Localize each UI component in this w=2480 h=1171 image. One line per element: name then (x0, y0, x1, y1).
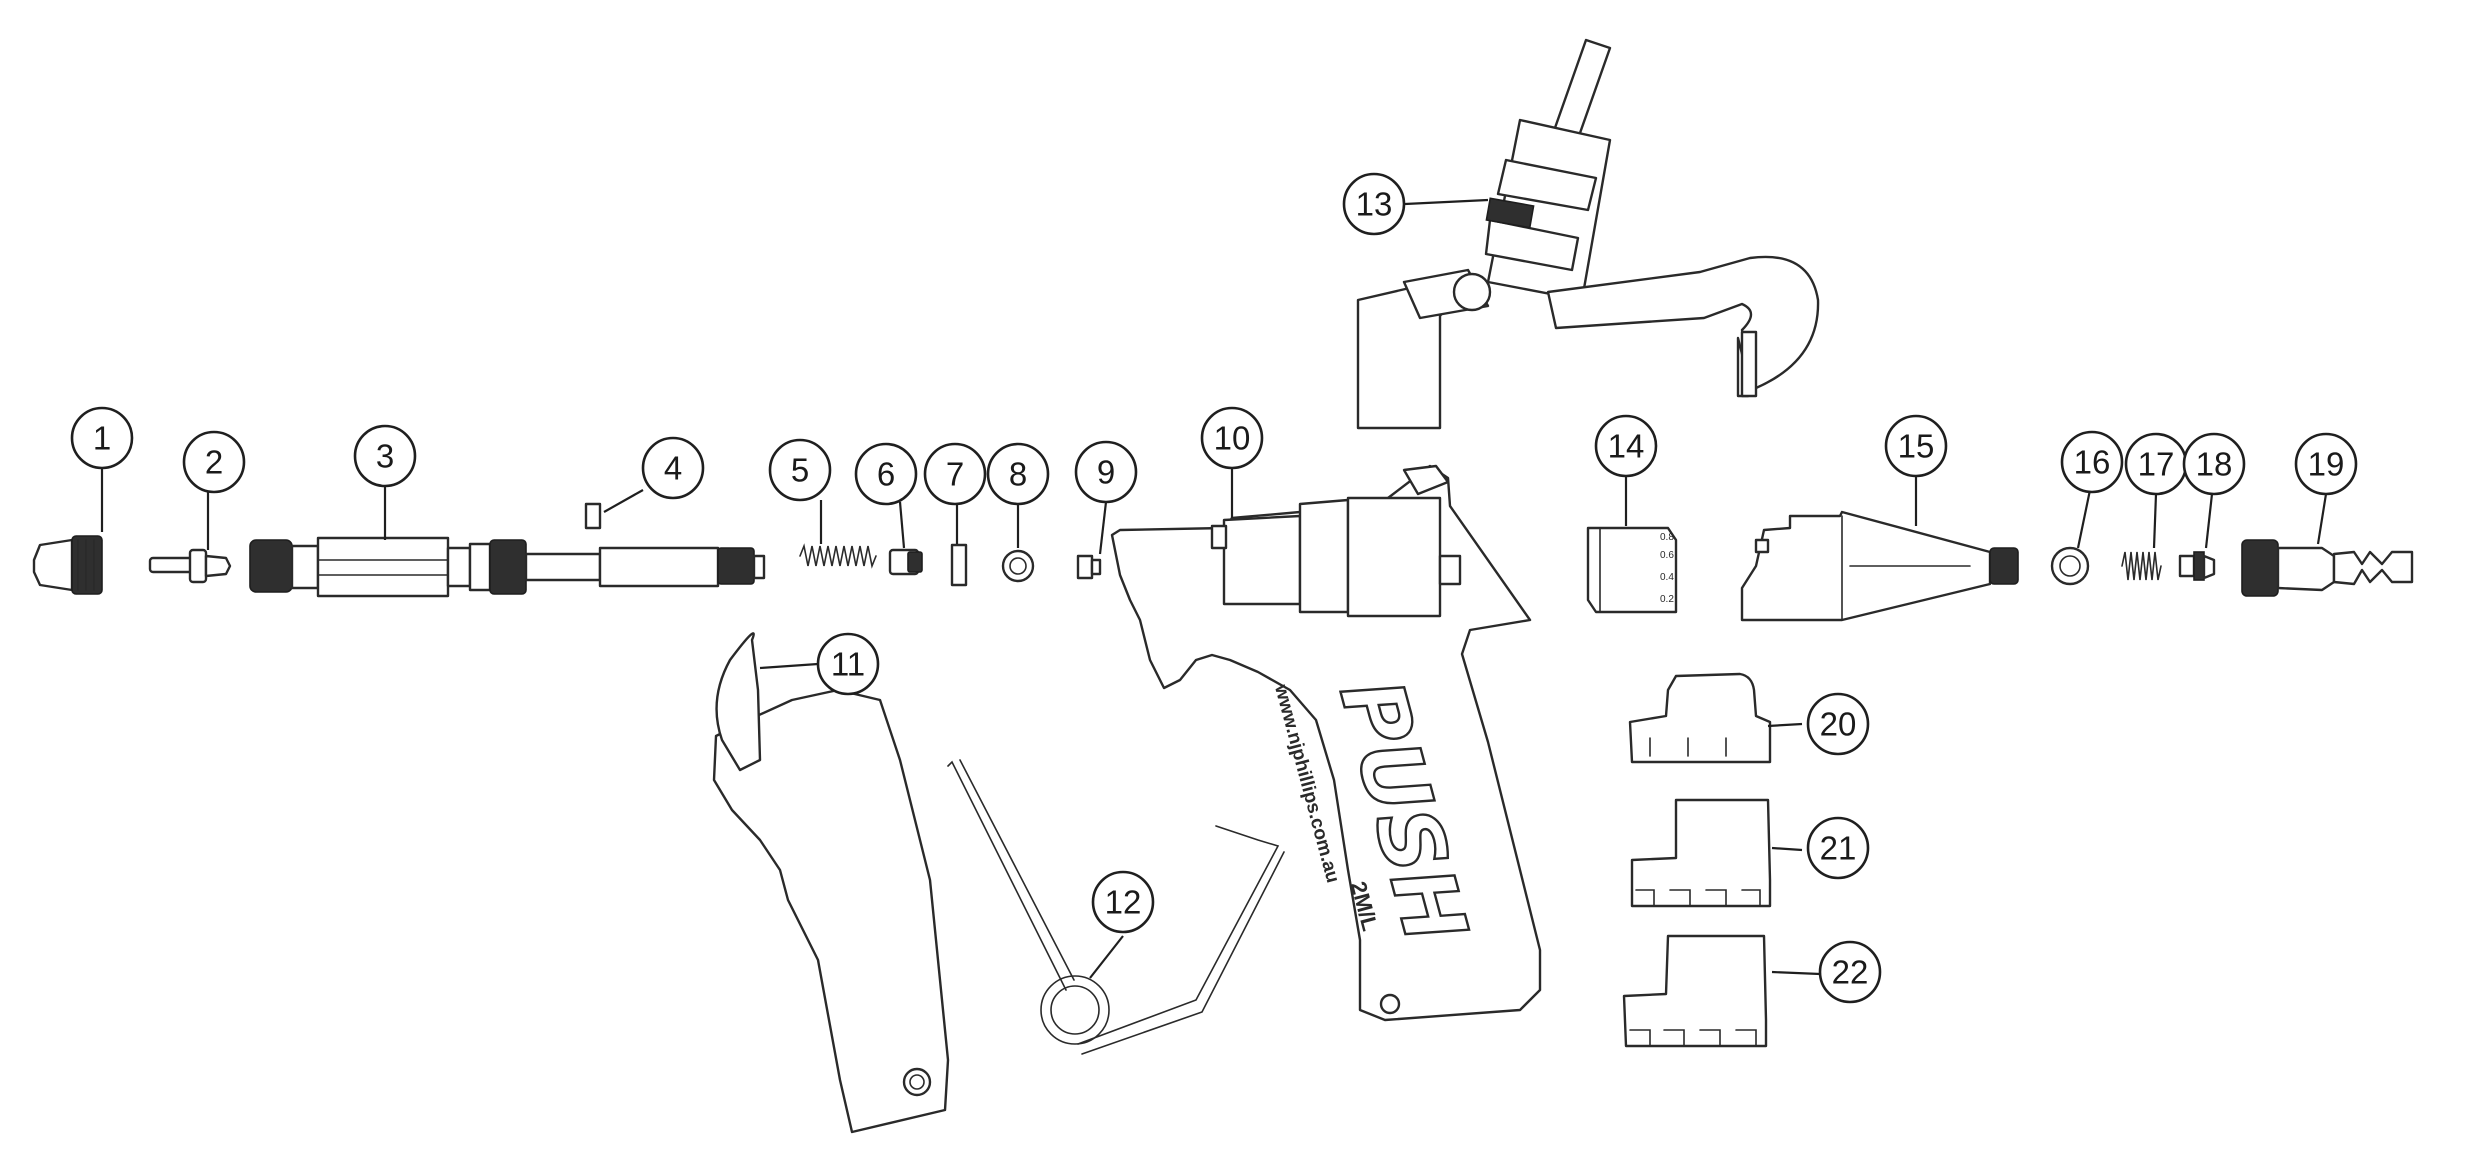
part-18-check-valve (2178, 551, 2216, 581)
callout-10: 10 (1200, 406, 1264, 470)
part-4-key (584, 502, 602, 530)
callout-6: 6 (854, 442, 918, 506)
part-12-torsion-spring (947, 759, 1285, 1055)
callout-15-label: 15 (1898, 428, 1935, 465)
callout-8-label: 8 (1009, 456, 1027, 493)
part-22-tip (1622, 934, 1768, 1048)
scale-mark-4: 0.2 (1660, 594, 1674, 605)
part-3-spindle (249, 536, 766, 598)
callout-12-label: 12 (1105, 884, 1142, 921)
callout-8: 8 (986, 442, 1050, 506)
part-19-hose-connector (2241, 539, 2414, 597)
scale-mark-2: 0.6 (1660, 550, 1674, 561)
callout-9: 9 (1074, 440, 1138, 504)
part-1-knurled-cap (32, 535, 103, 595)
callout-19-label: 19 (2308, 446, 2345, 483)
callout-3: 3 (353, 424, 417, 488)
callout-18: 18 (2182, 432, 2246, 496)
callout-2: 2 (182, 430, 246, 494)
callout-16: 16 (2060, 430, 2124, 494)
callout-1-label: 1 (93, 420, 111, 457)
part-14-scaled-nozzle: 0.8 0.6 0.4 0.2 (1586, 526, 1678, 614)
callout-20: 20 (1806, 692, 1870, 756)
callout-22-label: 22 (1832, 954, 1869, 991)
callout-21-label: 21 (1820, 830, 1857, 867)
callout-13: 13 (1342, 172, 1406, 236)
callout-17: 17 (2124, 432, 2188, 496)
scale-mark-3: 0.4 (1660, 572, 1674, 583)
callout-12: 12 (1091, 870, 1155, 934)
callout-7-label: 7 (946, 456, 964, 493)
callout-14: 14 (1594, 414, 1658, 478)
part-5-spring (799, 543, 877, 569)
callout-20-label: 20 (1820, 706, 1857, 743)
part-13-hose-assembly (1356, 38, 1820, 430)
part-8-o-ring (1001, 549, 1035, 583)
callout-11: 11 (816, 632, 880, 696)
callout-7: 7 (923, 442, 987, 506)
part-6-valve-seat (888, 548, 923, 576)
part-21-tip (1630, 798, 1772, 908)
callout-3-label: 3 (376, 438, 394, 475)
callout-4: 4 (641, 436, 705, 500)
callout-15: 15 (1884, 414, 1948, 478)
callout-4-label: 4 (664, 450, 682, 487)
callout-11-label: 11 (831, 646, 865, 683)
callout-2-label: 2 (205, 444, 223, 481)
part-17-spring (2121, 551, 2162, 581)
callout-17-label: 17 (2138, 446, 2175, 483)
part-2-nozzle-tip (148, 548, 232, 584)
callout-22: 22 (1818, 940, 1882, 1004)
part-7-pin (950, 543, 968, 587)
part-16-o-ring (2050, 546, 2090, 586)
callout-5-label: 5 (791, 452, 809, 489)
scale-mark-1: 0.8 (1660, 532, 1674, 543)
callout-9-label: 9 (1097, 454, 1115, 491)
callout-5: 5 (768, 438, 832, 502)
callout-18-label: 18 (2196, 446, 2233, 483)
callout-16-label: 16 (2074, 444, 2111, 481)
callout-13-label: 13 (1356, 186, 1393, 223)
callout-6-label: 6 (877, 456, 895, 493)
callout-14-label: 14 (1608, 428, 1645, 465)
part-15-barrel (1740, 510, 2019, 622)
callout-1: 1 (70, 406, 134, 470)
callout-10-label: 10 (1214, 420, 1251, 457)
part-10-gun-body: PUSH 2M/L www.njphillips.com.au (1110, 464, 1542, 1022)
leader-lines (100, 198, 2328, 979)
callout-19: 19 (2294, 432, 2358, 496)
part-11-handle-grip (712, 632, 950, 1134)
callout-21: 21 (1806, 816, 1870, 880)
part-9-washer (1076, 554, 1102, 580)
part-20-tip (1628, 672, 1772, 764)
